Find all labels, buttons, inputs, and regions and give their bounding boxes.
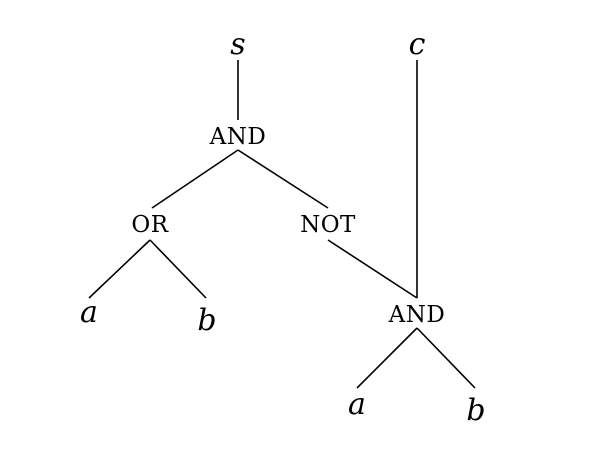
node-or: OR bbox=[131, 212, 168, 238]
node-and-top: AND bbox=[209, 124, 267, 150]
edge-or-to-a-left bbox=[88, 239, 151, 299]
node-b-right: b bbox=[466, 393, 485, 428]
node-c: c bbox=[409, 27, 426, 62]
edge-not-to-and-bottom bbox=[327, 239, 418, 299]
edge-and-top-to-or bbox=[151, 149, 239, 209]
edge-and-top-to-not bbox=[237, 149, 329, 209]
edge-and-bottom-to-b-right bbox=[416, 327, 476, 389]
node-a-right: a bbox=[348, 387, 366, 422]
node-b-left: b bbox=[197, 303, 216, 338]
edge-or-to-b-left bbox=[149, 239, 207, 299]
node-s: s bbox=[230, 27, 245, 62]
node-a-left: a bbox=[80, 295, 98, 330]
edge-and-bottom-to-a-right bbox=[356, 327, 418, 389]
node-and-bottom: AND bbox=[388, 302, 446, 328]
node-not: NOT bbox=[300, 212, 356, 238]
